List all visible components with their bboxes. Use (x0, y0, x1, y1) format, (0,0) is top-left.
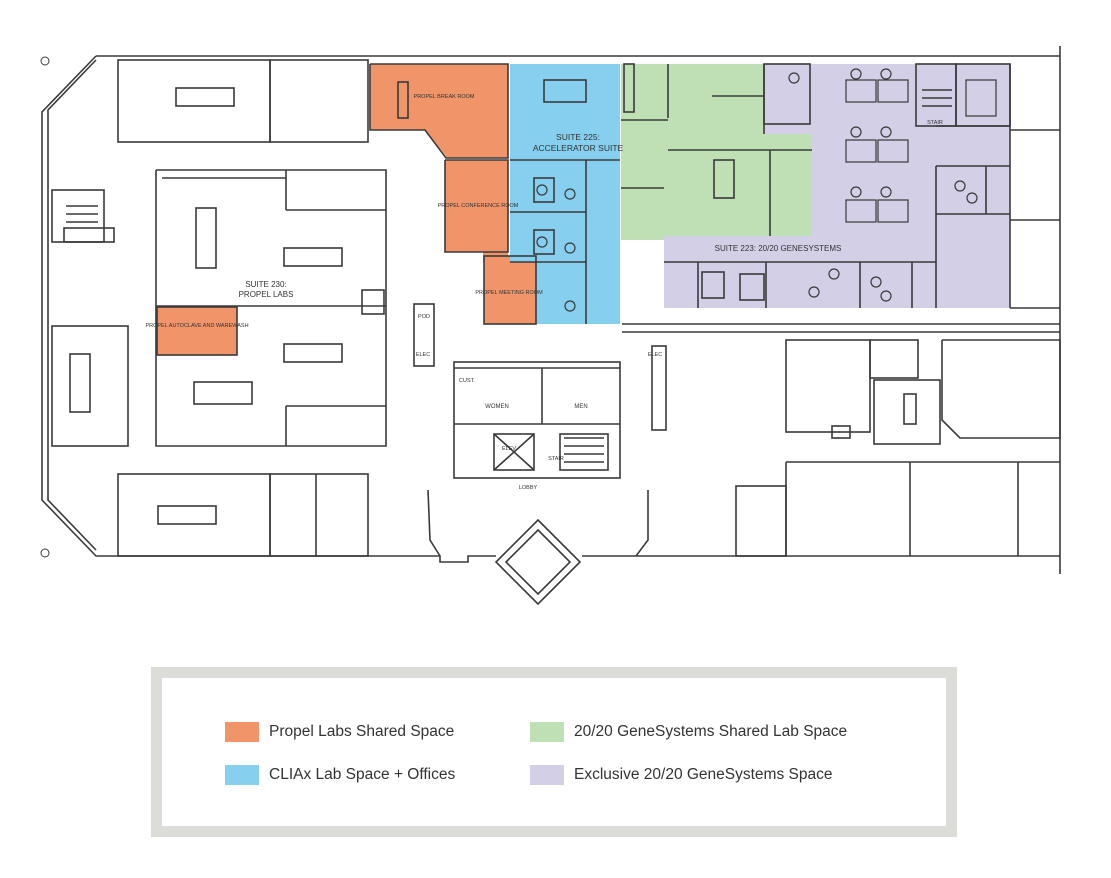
legend-label-genesystems-shared: 20/20 GeneSystems Shared Lab Space (574, 723, 848, 740)
swatch-genesystems-exclusive (530, 765, 564, 785)
label-propel-break: PROPEL BREAK ROOM (414, 94, 475, 100)
label-suite-225-a: SUITE 225: (556, 132, 600, 142)
legend: Propel Labs Shared Space 20/20 GeneSyste… (151, 667, 957, 837)
label-lobby: LOBBY (519, 485, 538, 491)
floor-plan: PROPEL BREAK ROOM PROPEL CONFERENCE ROOM… (40, 46, 1061, 606)
workstations (536, 68, 997, 312)
column-markers (40, 56, 50, 558)
label-propel-meeting: PROPEL MEETING ROOM (475, 290, 543, 296)
zone-genesystems-exclusive[interactable] (664, 64, 1010, 308)
legend-item-genesystems-exclusive: Exclusive 20/20 GeneSystems Space (530, 764, 832, 786)
label-elev: ELEV (502, 446, 516, 452)
label-stair: STAIR (548, 456, 564, 462)
walls (41, 46, 1061, 606)
swatch-clia (225, 765, 259, 785)
label-pod: POD (418, 314, 430, 320)
label-propel-conference: PROPEL CONFERENCE ROOM (438, 203, 519, 209)
label-stair-ne: STAIR (927, 120, 943, 126)
legend-label-genesystems-exclusive: Exclusive 20/20 GeneSystems Space (574, 766, 833, 783)
legend-label-clia: CLIAx Lab Space + Offices (269, 766, 456, 783)
label-propel-autoclave: PROPEL AUTOCLAVE AND WAREWASH (145, 323, 248, 329)
label-suite-230-a: SUITE 230: (245, 280, 286, 289)
label-women: WOMEN (485, 404, 509, 410)
label-suite-230-b: PROPEL LABS (239, 290, 294, 299)
swatch-propel (225, 722, 259, 742)
label-men: MEN (574, 404, 587, 410)
swatch-genesystems-shared (530, 722, 564, 742)
legend-item-clia: CLIAx Lab Space + Offices (225, 764, 455, 786)
label-elec-left: ELEC (416, 352, 430, 358)
label-suite-223: SUITE 223: 20/20 GENESYSTEMS (715, 244, 842, 253)
label-cust: CUST. (459, 378, 475, 384)
legend-label-propel: Propel Labs Shared Space (269, 723, 455, 740)
legend-item-genesystems-shared: 20/20 GeneSystems Shared Lab Space (530, 721, 847, 743)
label-suite-225-b: ACCELERATOR SUITE (533, 143, 624, 153)
legend-item-propel: Propel Labs Shared Space (225, 721, 454, 743)
room-labels: PROPEL BREAK ROOM PROPEL CONFERENCE ROOM… (145, 94, 942, 491)
label-elec-right: ELEC (648, 352, 662, 358)
zone-propel-shared[interactable] (157, 64, 536, 355)
